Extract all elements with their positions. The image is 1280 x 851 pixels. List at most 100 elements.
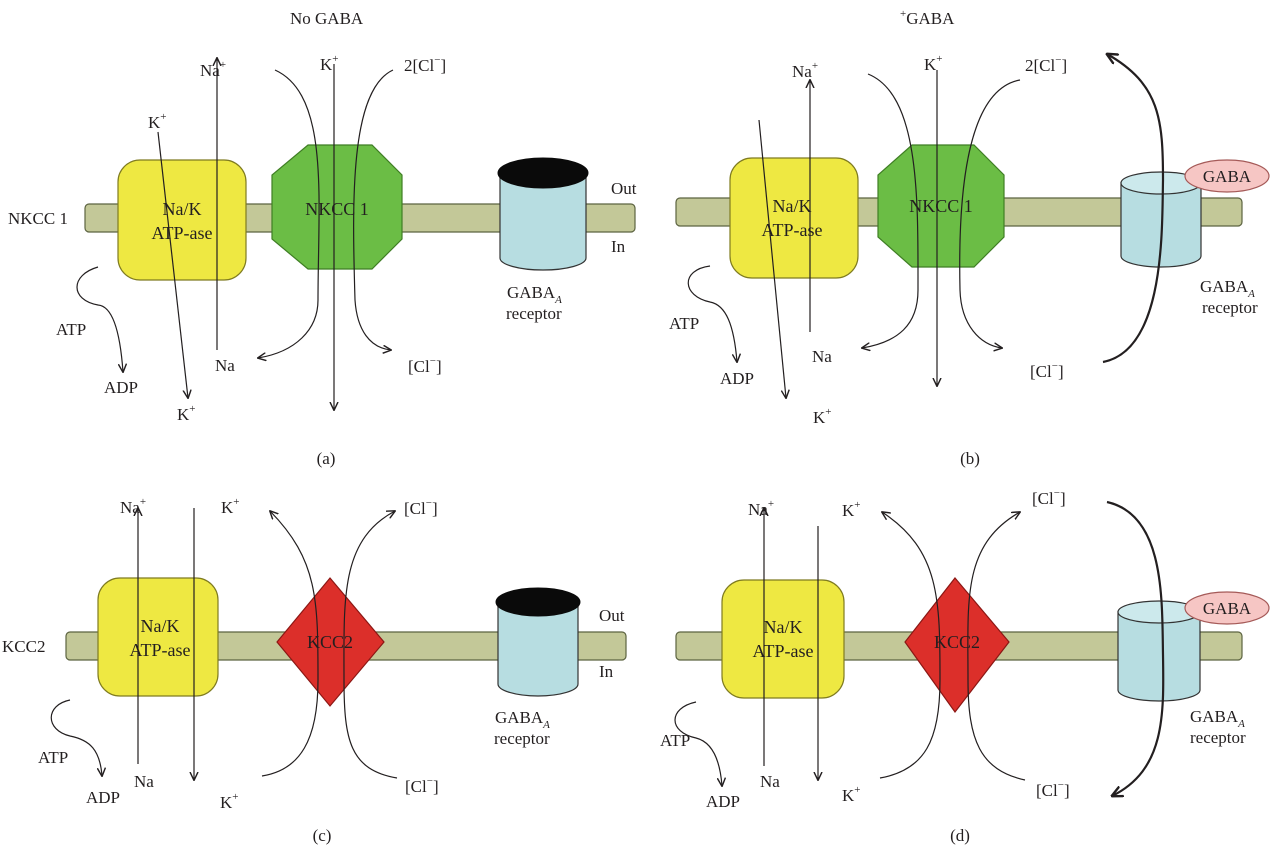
panel-d-gaba-a-receptor-open	[1117, 600, 1201, 702]
panel-a-in-label: In	[611, 237, 626, 256]
panel-b-nkcc1-transporter	[877, 144, 1005, 268]
panel-a-membrane-label: NKCC 1	[8, 209, 68, 228]
panel-d-gaba-ligand	[1184, 591, 1270, 625]
panel-c-receptor-label-2: receptor	[494, 729, 550, 748]
panel-c-atp-arrow	[50, 699, 102, 776]
panel-b-receptor-label-2: receptor	[1202, 298, 1258, 317]
panel-b-cl-in-label: [Cl−]	[1030, 360, 1064, 381]
panel-b-k-influx-arrow	[758, 119, 786, 398]
panel-d-caption: (d)	[950, 826, 970, 845]
panel-c-gaba-a-receptor-closed	[495, 587, 581, 697]
panel-d-receptor-label-2: receptor	[1190, 728, 1246, 747]
panel-c-kcc-cl-arrow	[343, 511, 398, 779]
panel-a-cl-in-label: [Cl−]	[408, 355, 442, 376]
panel-c-kcc-k-arrow	[261, 511, 319, 777]
panel-b-nkcc-cl-arrow	[959, 79, 1021, 348]
panel-b: +GABA Na/K ATP-ase NKCC 1 GABA GABAA rec…	[669, 8, 1270, 468]
panel-b-atp-label: ATP	[669, 314, 699, 333]
panel-a-k-top-label: K+	[320, 53, 339, 74]
panel-a-pump-label-1: Na/K	[163, 199, 202, 219]
panel-b-k-top-label: K+	[924, 53, 943, 74]
panel-a-receptor-label-2: receptor	[506, 304, 562, 323]
panel-d-atp-arrow	[674, 701, 722, 786]
panel-a: No GABA NKCC 1 Na/K ATP-ase NKCC 1 Out I…	[8, 9, 637, 468]
panel-b-na-out-label: Na+	[792, 60, 818, 81]
panel-b-pump-label-1: Na/K	[773, 196, 812, 216]
panel-c-receptor-closed-top	[495, 587, 581, 617]
panel-b-adp-label: ADP	[720, 369, 754, 388]
panel-a-receptor-closed-top	[497, 157, 589, 189]
panel-d-gaba-ligand-label: GABA	[1203, 599, 1252, 618]
panel-d-pump-label-2: ATP-ase	[753, 641, 814, 661]
panel-d-gaba-cl-influx-arrow	[1106, 500, 1165, 796]
panel-d-receptor-body	[1117, 611, 1201, 702]
panel-d-atp-label: ATP	[660, 731, 690, 750]
panel-c-adp-label: ADP	[86, 788, 120, 807]
panel-a-nkcc-na-arrow	[258, 69, 320, 358]
panel-c-k-out-label: K+	[221, 496, 240, 517]
panel-d-na-in-label: Na	[760, 772, 780, 791]
panel-b-receptor-label: GABAA	[1200, 277, 1255, 300]
panel-d-na-k-atpase	[721, 579, 845, 699]
panel-a-gaba-a-receptor-closed	[497, 157, 589, 271]
panel-a-k-in-label: K+	[177, 403, 196, 424]
panel-b-nkcc-na-arrow	[862, 73, 919, 348]
panel-b-na-k-atpase	[729, 157, 859, 279]
panel-c-receptor-label: GABAA	[495, 708, 550, 731]
panel-d-pump-label-1: Na/K	[764, 617, 803, 637]
panel-d-na-out-label: Na+	[748, 498, 774, 519]
panel-a-nkcc1-transporter	[271, 144, 403, 270]
panel-a-adp-label: ADP	[104, 378, 138, 397]
panel-a-pump-label-2: ATP-ase	[152, 223, 213, 243]
panel-a-nkcc-cl-arrow	[353, 69, 394, 350]
panel-a-atp-arrow	[76, 266, 123, 372]
panel-a-na-in-label: Na	[215, 356, 235, 375]
panel-b-nkcc1-label: NKCC 1	[909, 196, 973, 216]
panel-c-na-in-label: Na	[134, 772, 154, 791]
panel-c: KCC2 Na/K ATP-ase KCC2 Out In GABAA rece…	[2, 496, 627, 845]
panel-b-atp-arrow	[687, 265, 737, 362]
panel-d-kcc-cl-arrow	[967, 512, 1026, 781]
panel-a-receptor-label: GABAA	[507, 283, 562, 306]
panel-c-pump-label-1: Na/K	[141, 616, 180, 636]
panel-a-na-k-atpase	[117, 159, 247, 281]
panel-d-cl-out-label: [Cl−]	[1032, 487, 1066, 508]
panel-b-title: +GABA	[900, 8, 955, 28]
panel-d-kcc-k-arrow	[879, 512, 941, 779]
panel-d-kcc2-label: KCC2	[934, 632, 980, 652]
panel-c-pump-label-2: ATP-ase	[130, 640, 191, 660]
panel-d-cl-in-label: [Cl−]	[1036, 779, 1070, 800]
panel-d: Na/K ATP-ase KCC2 GABA GABAA receptor Na…	[660, 487, 1270, 845]
panel-c-cl-in-label: [Cl−]	[405, 775, 439, 796]
panel-a-atp-label: ATP	[56, 320, 86, 339]
panel-c-membrane-label: KCC2	[2, 637, 45, 656]
panel-b-gaba-ligand	[1184, 159, 1270, 193]
panel-a-na-out-label: Na+	[200, 59, 226, 80]
panel-a-k-out-label: K+	[148, 111, 167, 132]
panel-a-title: No GABA	[290, 9, 364, 28]
panel-a-cl-out-label: 2[Cl−]	[404, 54, 446, 75]
panel-c-caption: (c)	[313, 826, 332, 845]
panel-a-caption: (a)	[317, 449, 336, 468]
panel-c-atp-label: ATP	[38, 748, 68, 767]
panel-c-out-label: Out	[599, 606, 625, 625]
panel-d-kcc2-transporter	[904, 577, 1010, 714]
panel-d-k-out-label: K+	[842, 499, 861, 520]
panel-a-receptor-body	[499, 174, 587, 271]
panel-d-k-in-label: K+	[842, 784, 861, 805]
panel-b-na-in-label: Na	[812, 347, 832, 366]
panel-a-out-label: Out	[611, 179, 637, 198]
panel-c-k-in-label: K+	[220, 791, 239, 812]
panel-b-cl-out-label: 2[Cl−]	[1025, 54, 1067, 75]
panel-c-receptor-body	[497, 602, 579, 697]
panel-c-na-out-label: Na+	[120, 496, 146, 517]
panel-d-receptor-label: GABAA	[1190, 707, 1245, 730]
panel-c-cl-out-label: [Cl−]	[404, 497, 438, 518]
panel-b-caption: (b)	[960, 449, 980, 468]
panel-b-gaba-ligand-label: GABA	[1203, 167, 1252, 186]
panel-a-k-influx-arrow	[157, 131, 188, 398]
panel-d-adp-label: ADP	[706, 792, 740, 811]
panel-c-kcc2-label: KCC2	[307, 632, 353, 652]
panel-c-kcc2-transporter	[276, 577, 385, 707]
